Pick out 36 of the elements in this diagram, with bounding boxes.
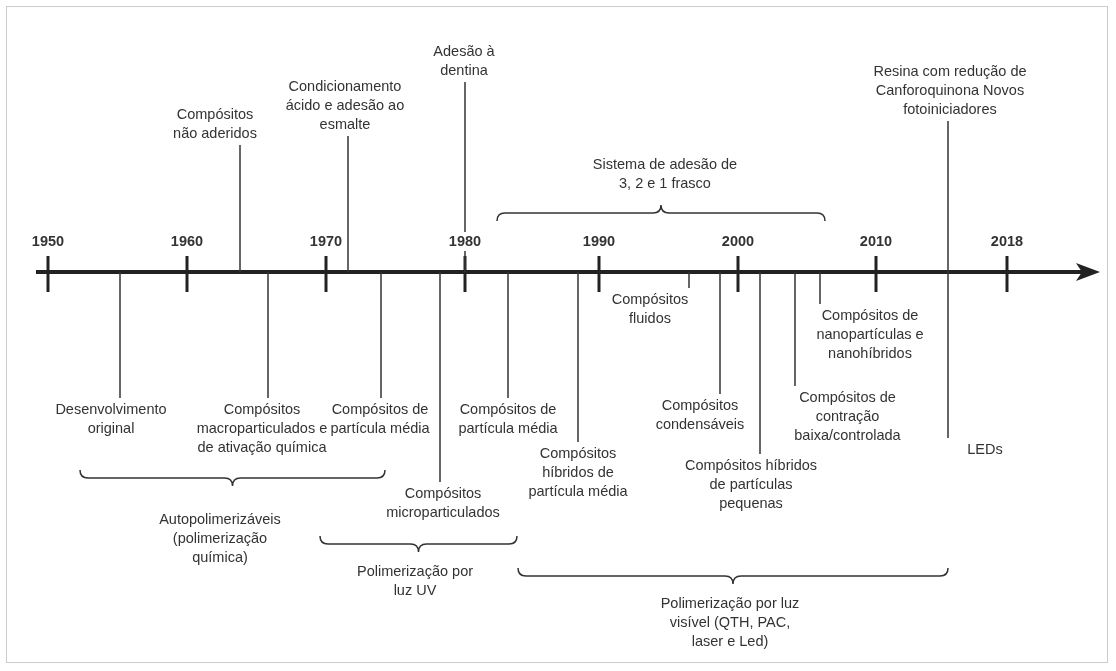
event-text: Compósitos de contração baixa/controlada — [785, 388, 910, 445]
event-text: Desenvolvimento original — [36, 400, 186, 438]
event-text: Compósitos fluidos — [610, 290, 690, 328]
event-text: Compósitos macroparticulados e de ativação química — [192, 400, 332, 457]
period-label: Polimerização por luz UV — [355, 562, 475, 600]
leader-line — [688, 271, 690, 289]
leader-line — [239, 144, 241, 273]
leader-line — [794, 271, 796, 387]
leader-line — [439, 271, 441, 483]
event-text: Resina com redução de Canforoquinona Novos fotoiniciadores — [860, 62, 1040, 119]
leader-line — [380, 271, 382, 399]
event-text: Compósitos não aderidos — [165, 105, 265, 143]
event-text: Compósitos de partícula média — [458, 400, 558, 438]
leader-line — [267, 271, 269, 399]
leader-line — [507, 271, 509, 399]
event-text: LEDs — [950, 440, 1020, 459]
event-text: Compósitos híbridos de partícula média — [528, 444, 628, 501]
leader-line — [119, 271, 121, 399]
leader-line — [719, 271, 721, 395]
leader-line — [464, 81, 466, 273]
event-text: Compósitos condensáveis — [645, 396, 755, 434]
period-label: Sistema de adesão de 3, 2 e 1 frasco — [591, 155, 739, 193]
event-text: Compósitos de nanopartículas e nanohíbridos — [805, 306, 935, 363]
leader-line — [819, 271, 821, 305]
event-text: Compósitos microparticulados — [378, 484, 508, 522]
year-label: 1980 — [447, 232, 483, 251]
leader-line — [347, 135, 349, 273]
period-label: Polimerização por luz visível (QTH, PAC, laser e Led) — [660, 594, 800, 651]
event-text: Condicionamento ácido e adesão ao esmalte — [270, 77, 420, 134]
event-text: Compósitos de partícula média — [330, 400, 430, 438]
leader-line — [759, 271, 761, 455]
event-text: Adesão à dentina — [418, 42, 510, 80]
leader-line — [577, 271, 579, 443]
leader-line — [947, 120, 949, 439]
period-label: Autopolimerizáveis (polimerização química) — [158, 510, 282, 567]
event-text: Compósitos híbridos de partículas pequenas — [676, 456, 826, 513]
